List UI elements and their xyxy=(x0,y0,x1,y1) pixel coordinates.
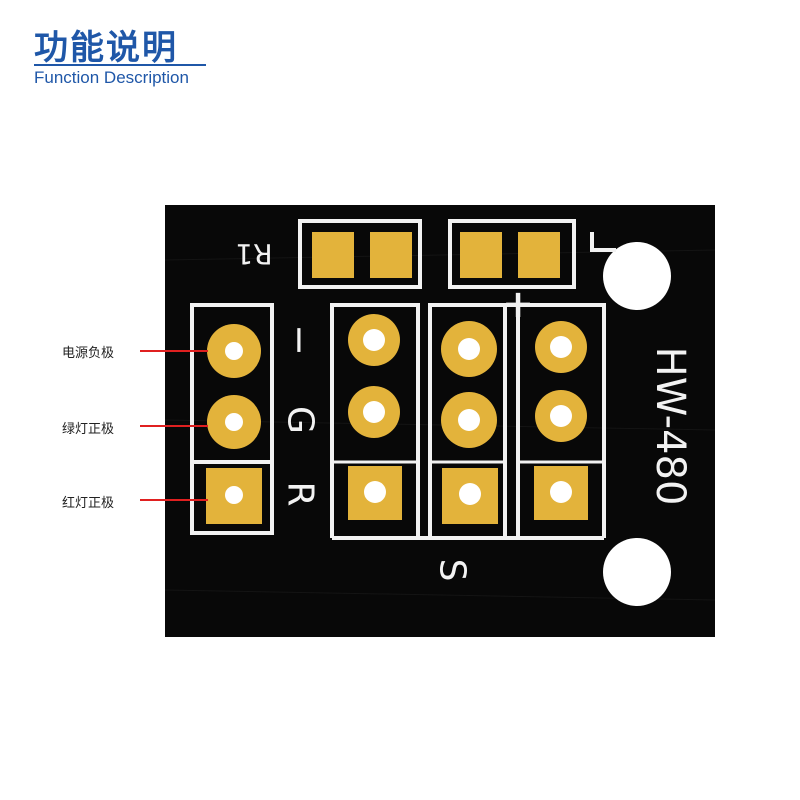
column-outline-4 xyxy=(516,303,606,538)
col3-pin-2 xyxy=(441,392,497,448)
r1-pad-right xyxy=(370,232,412,278)
col3-pin-1 xyxy=(441,321,497,377)
mounting-hole-top xyxy=(603,242,671,310)
col2-pin-2 xyxy=(348,386,400,438)
led-pad-right xyxy=(518,232,560,278)
led-pad-left xyxy=(460,232,502,278)
callout-label-green-positive: 绿灯正极 xyxy=(62,422,115,437)
label-r1: R1 xyxy=(235,238,272,271)
col4-pin-1 xyxy=(535,321,587,373)
col4-pin-3 xyxy=(534,466,588,520)
pin-green-positive xyxy=(207,395,261,449)
column-outline-2 xyxy=(330,303,420,538)
label-g: G xyxy=(280,406,321,434)
label-r: R xyxy=(280,481,321,506)
header-title: 功能说明 xyxy=(34,28,178,68)
pin-power-negative xyxy=(207,324,261,378)
col2-pin-3 xyxy=(348,466,402,520)
col2-pin-1 xyxy=(348,314,400,366)
label-s: S xyxy=(432,559,473,582)
label-model: HW-480 xyxy=(647,347,693,506)
column-outline-3 xyxy=(428,303,507,538)
led-outline xyxy=(448,219,576,289)
callout-label-power-negative: 电源负极 xyxy=(62,346,115,361)
header-rule xyxy=(34,64,206,66)
col3-pin-3 xyxy=(442,468,498,524)
header-pin-outline xyxy=(190,303,274,535)
mounting-hole-bottom xyxy=(603,538,671,606)
r1-outline xyxy=(298,219,422,289)
r1-pad-left xyxy=(312,232,354,278)
col4-pin-2 xyxy=(535,390,587,442)
label-l: L xyxy=(603,239,605,241)
label-plus: + xyxy=(502,282,534,326)
led-corner-mark xyxy=(590,232,616,252)
pin-red-positive xyxy=(206,468,262,524)
label-minus: − xyxy=(278,324,322,356)
header-subtitle: Function Description xyxy=(34,68,189,87)
callout-label-red-positive: 红灯正极 xyxy=(62,496,115,511)
